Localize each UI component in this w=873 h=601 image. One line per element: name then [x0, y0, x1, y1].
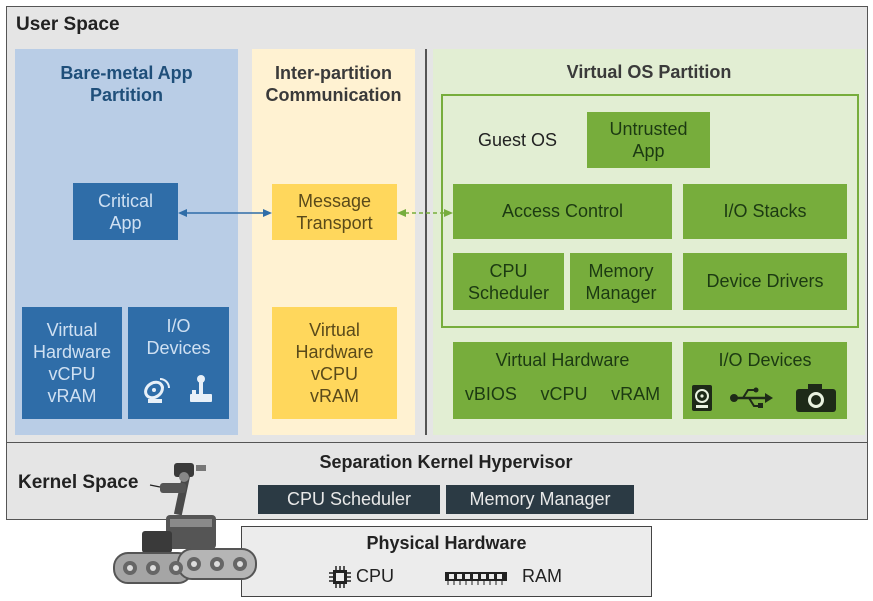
bm-vhw-line-virtual: Virtual — [46, 320, 98, 340]
message-transport-box: Message Transport — [272, 184, 397, 240]
untrusted-app-box: Untrusted App — [587, 112, 710, 168]
bm-vhw-line-vcpu: vCPU — [48, 364, 96, 384]
access-control-box: Access Control — [453, 184, 672, 239]
cpu-chip-icon — [329, 566, 351, 588]
critical-app-line2: App — [109, 212, 142, 233]
robot-illustration — [113, 463, 257, 584]
vos-vhw-vram: vRAM — [611, 384, 661, 404]
message-transport-line2: Transport — [296, 213, 373, 233]
ipc-vhw-line-hardware: Hardware — [295, 342, 374, 362]
physical-hardware-title: Physical Hardware — [366, 533, 527, 553]
bm-io-line1: I/O — [166, 316, 191, 336]
bm-io-line2: Devices — [146, 338, 211, 358]
vos-virtual-hardware-box: Virtual Hardware vBIOS vCPU vRAM — [453, 342, 672, 419]
kernel-cpu-scheduler: CPU Scheduler — [258, 485, 440, 514]
bare-metal-title: Bare-metal App Partition — [15, 62, 238, 106]
bare-metal-to-transport-arrow — [178, 209, 272, 217]
kernel-memory-manager: Memory Manager — [446, 485, 634, 514]
ipc-title-line2: Communication — [265, 85, 402, 105]
guest-os-label: Guest OS — [478, 130, 558, 150]
bare-metal-title-line2: Partition — [89, 85, 163, 105]
guest-os-container — [441, 94, 859, 328]
ipc-vhw-line-vcpu: vCPU — [310, 364, 358, 384]
user-space-label: User Space — [16, 14, 120, 35]
hypervisor-title: Separation Kernel Hypervisor — [319, 452, 573, 472]
vos-io-title: I/O Devices — [718, 350, 812, 370]
hard-drive-icon — [692, 385, 712, 411]
usb-icon — [730, 387, 773, 408]
ipc-title: Inter-partition Communication — [252, 62, 415, 106]
ipc-vhw-line-virtual: Virtual — [309, 320, 360, 340]
ipc-virtual-hardware-box: Virtual Hardware vCPU vRAM — [272, 307, 397, 419]
bm-vhw-line-vram: vRAM — [47, 386, 97, 406]
partition-divider — [425, 49, 427, 435]
memory-manager-line1: Memory — [588, 260, 654, 281]
transport-to-vos-arrow — [397, 209, 453, 217]
io-stacks-box: I/O Stacks — [683, 184, 847, 239]
vos-vhw-vbios: vBIOS — [464, 384, 517, 404]
vos-vhw-vcpu: vCPU — [540, 384, 588, 404]
bare-metal-io-devices-box: I/O Devices — [128, 307, 229, 419]
memory-manager-box: Memory Manager — [570, 253, 672, 310]
vos-io-devices-box: I/O Devices — [683, 342, 847, 419]
physical-ram-label: RAM — [522, 566, 562, 586]
camera-icon — [796, 384, 836, 412]
cpu-scheduler-box: CPU Scheduler — [453, 253, 564, 310]
cpu-scheduler-line2: Scheduler — [467, 282, 550, 303]
ram-module-icon — [445, 572, 507, 585]
device-drivers-box: Device Drivers — [683, 253, 847, 310]
ipc-title-line1: Inter-partition — [275, 63, 392, 83]
critical-app-line1: Critical — [97, 190, 153, 211]
joystick-icon — [190, 375, 212, 402]
memory-manager-line2: Manager — [585, 282, 657, 303]
vos-vhw-items: vBIOS vCPU vRAM — [453, 384, 672, 405]
bm-io-label: I/O Devices — [128, 315, 229, 359]
untrusted-app-line2: App — [632, 141, 665, 161]
kernel-space-label: Kernel Space — [18, 472, 139, 493]
critical-app-box: Critical App — [73, 183, 178, 240]
vos-title: Virtual OS Partition — [566, 62, 732, 82]
untrusted-app-line1: Untrusted — [609, 119, 688, 139]
cpu-scheduler-line1: CPU — [489, 260, 528, 281]
satellite-dish-icon — [144, 378, 170, 403]
bare-metal-virtual-hardware-box: Virtual Hardware vCPU vRAM — [22, 307, 122, 419]
ipc-vhw-line-vram: vRAM — [310, 386, 359, 406]
bare-metal-title-line1: Bare-metal App — [60, 63, 193, 83]
vos-vhw-title: Virtual Hardware — [495, 350, 630, 370]
message-transport-line1: Message — [297, 191, 372, 211]
bm-vhw-line-hardware: Hardware — [32, 342, 112, 362]
physical-cpu-label: CPU — [356, 566, 395, 586]
physical-hardware-region — [241, 526, 652, 597]
